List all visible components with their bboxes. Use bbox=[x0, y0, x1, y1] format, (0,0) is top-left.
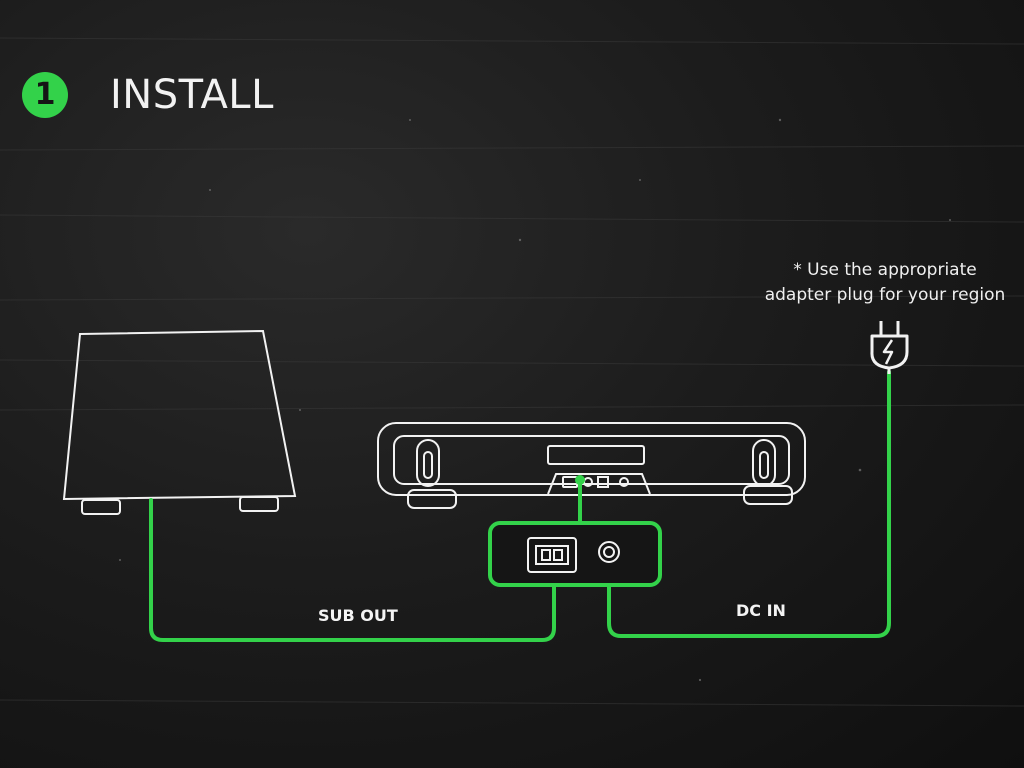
dc-in-port-icon bbox=[598, 541, 620, 563]
step-number-badge: 1 bbox=[22, 72, 68, 118]
sub-out-port-icon bbox=[527, 537, 577, 573]
adapter-note-line-1: * Use the appropriate bbox=[793, 260, 977, 280]
sub-out-cable bbox=[149, 498, 556, 642]
adapter-note: * Use the appropriate adapter plug for y… bbox=[740, 258, 1024, 308]
dc-in-cable bbox=[607, 370, 891, 638]
dc-in-label: DC IN bbox=[736, 601, 786, 620]
step-title: INSTALL bbox=[110, 72, 274, 118]
cables bbox=[149, 370, 891, 642]
step-header: 1 INSTALL bbox=[22, 72, 274, 118]
sub-out-label: SUB OUT bbox=[318, 606, 398, 625]
subwoofer-icon bbox=[62, 329, 297, 515]
port-panel bbox=[488, 475, 662, 587]
power-plug-icon bbox=[870, 321, 909, 374]
soundbar-icon bbox=[377, 422, 806, 509]
adapter-note-line-2: adapter plug for your region bbox=[764, 285, 1006, 305]
